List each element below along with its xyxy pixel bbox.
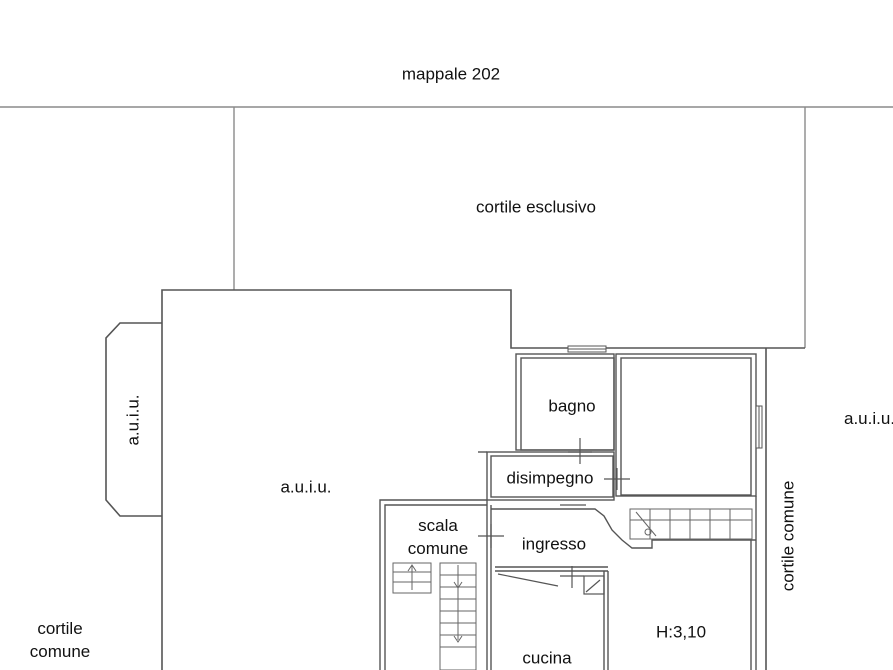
auiu-right-label: a.u.i.u. [844, 409, 893, 428]
bathroom-label: bagno [548, 396, 596, 416]
windows [567, 345, 763, 449]
fixture-marks [478, 438, 630, 595]
kitchen-label: cucina [522, 648, 572, 668]
common-stair-line2: comune [407, 539, 469, 558]
auiu-main-label: a.u.i.u. [280, 477, 332, 497]
building-outline [105, 289, 805, 670]
stair-symbols [392, 508, 753, 670]
parcel-boundaries [0, 106, 893, 348]
common-stair-label: scala comune [408, 514, 468, 560]
exclusive-courtyard-label: cortile esclusivo [476, 197, 596, 217]
ceiling-height-label: H:3,10 [655, 622, 707, 642]
hallway-label: disimpegno [506, 468, 594, 488]
common-courtyard-left-line1: cortile [37, 619, 83, 638]
common-courtyard-right-label: cortile comune [778, 480, 798, 592]
interior-walls [379, 353, 757, 670]
common-courtyard-left-line2: comune [29, 642, 91, 661]
neighbor-parcel-label: mappale 202 [401, 64, 501, 84]
common-stair-line1: scala [418, 516, 458, 535]
entrance-label: ingresso [521, 534, 587, 554]
auiu-left-label: a.u.i.u. [123, 394, 143, 446]
common-courtyard-left-label: cortile comune [30, 617, 90, 663]
